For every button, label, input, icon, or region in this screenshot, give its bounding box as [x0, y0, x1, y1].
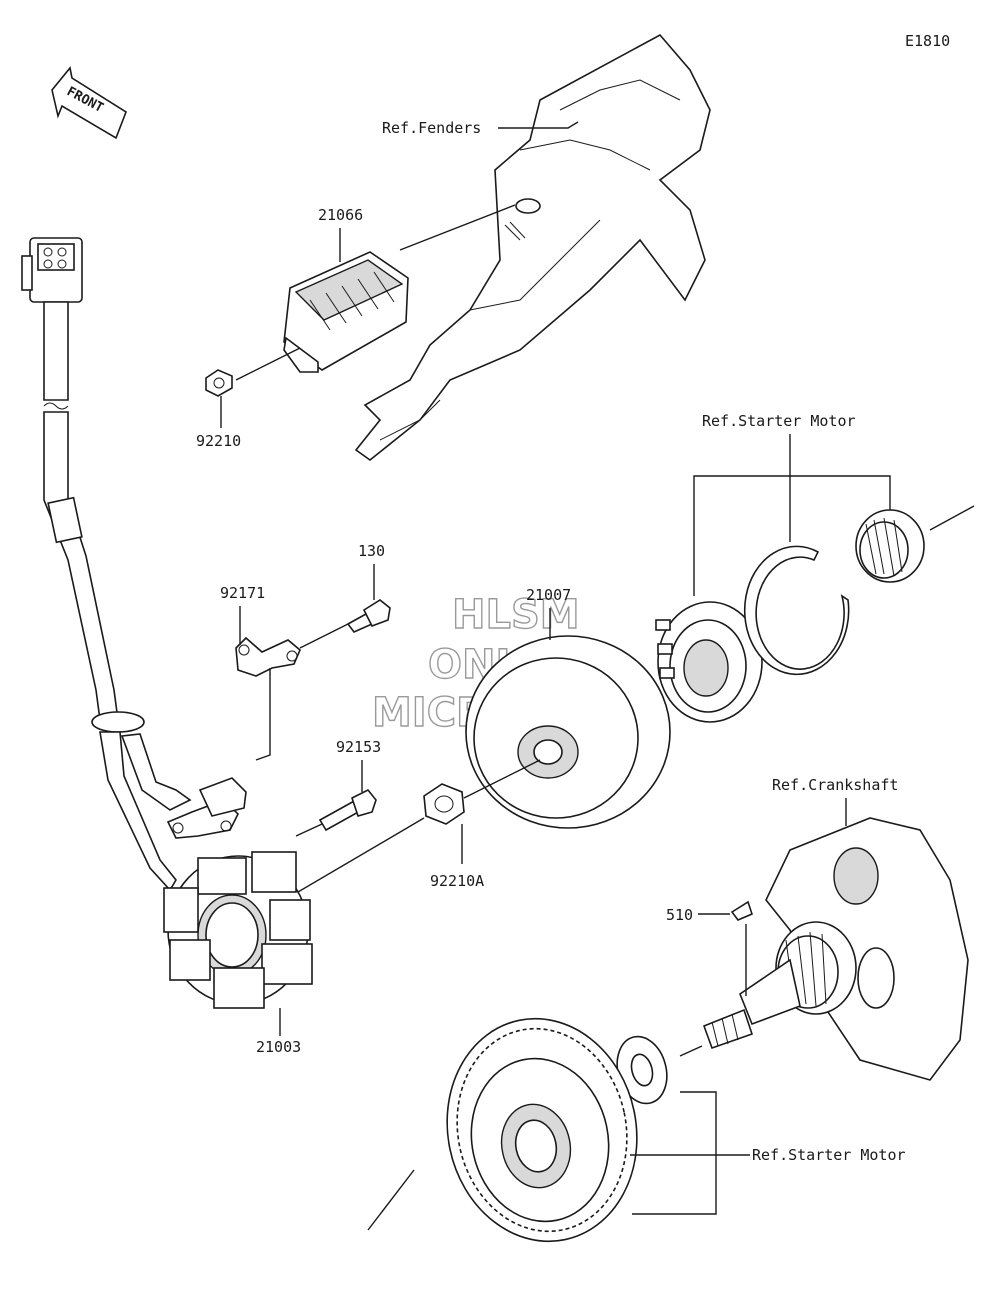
- part-label-21007: 21007: [526, 586, 571, 604]
- part-label-130: 130: [358, 542, 385, 560]
- part-label-21003: 21003: [256, 1038, 301, 1056]
- stator-connector: [21, 237, 83, 303]
- starter-clutch: [655, 601, 763, 723]
- flywheel-21007: [465, 635, 671, 829]
- stator-21003: [163, 851, 313, 1009]
- clamp-92171: [235, 636, 301, 677]
- diagram-code: E1810: [905, 32, 950, 50]
- regulator-rectifier: [283, 251, 409, 373]
- part-label-92210: 92210: [196, 432, 241, 450]
- crankshaft: [702, 817, 969, 1081]
- ref-starter-motor-bottom-label: Ref.Starter Motor: [752, 1146, 906, 1164]
- circlip: [743, 545, 850, 676]
- part-label-92171: 92171: [220, 584, 265, 602]
- fender-bracket: [354, 33, 711, 462]
- wire-harness: [43, 301, 192, 892]
- woodruff-key-510: [730, 900, 753, 921]
- ref-starter-motor-top-label: Ref.Starter Motor: [702, 412, 856, 430]
- part-label-21066: 21066: [318, 206, 363, 224]
- front-arrow-icon: FRONT: [51, 66, 127, 140]
- wire-clamp: [166, 777, 247, 839]
- nut-92210: [205, 369, 233, 397]
- starter-gear: [446, 1017, 638, 1243]
- ref-crankshaft-label: Ref.Crankshaft: [772, 776, 898, 794]
- thrust-washer: [616, 1035, 668, 1105]
- bolt-92153: [318, 788, 377, 832]
- bolt-130: [346, 599, 391, 633]
- nut-92210A: [423, 783, 465, 825]
- part-label-510: 510: [666, 906, 693, 924]
- ref-fenders-label: Ref.Fenders: [382, 119, 481, 137]
- part-label-92153: 92153: [336, 738, 381, 756]
- part-label-92210A: 92210A: [430, 872, 484, 890]
- needle-bearing: [855, 509, 925, 583]
- watermark-line-1: HLSM: [452, 592, 580, 638]
